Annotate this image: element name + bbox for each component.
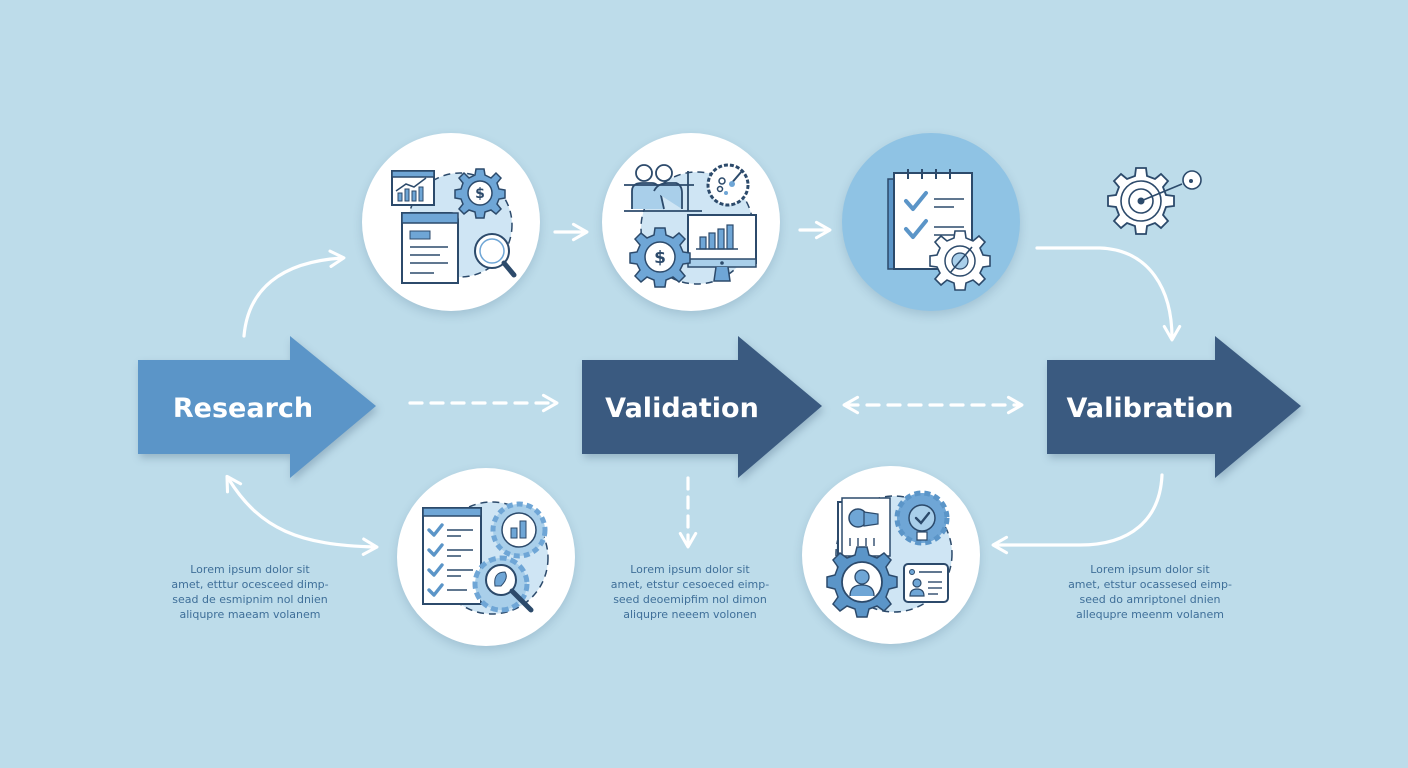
checklist-gear-icon <box>887 169 991 291</box>
profile-card-icon <box>903 563 949 603</box>
research-gear-icon <box>706 163 750 207</box>
icon-circle-bottom-1 <box>397 468 575 646</box>
description-line: amet, etstur cesoeced eimp- <box>610 578 770 591</box>
description-left: Lorem ipsum dolor sit amet, etttur ocesc… <box>150 562 350 622</box>
dollar-gear-icon: $ <box>454 168 506 219</box>
step-valibration: Valibration <box>1047 336 1303 480</box>
step-arrow-shape <box>138 336 376 478</box>
connector-research-bottom1 <box>225 474 379 556</box>
connector-research-to-top1 <box>242 249 346 338</box>
connector-valibration-bottom2 <box>991 473 1164 555</box>
description-line: aliqupre neeem volonen <box>623 608 757 621</box>
connector-top3-to-valibration <box>1035 246 1182 342</box>
icon-circle-top-3 <box>842 133 1020 311</box>
description-line: Lorem ipsum dolor sit <box>1090 563 1210 576</box>
bar-chart-gear-icon <box>490 501 548 559</box>
step-label-validation: Validation <box>605 392 759 424</box>
icon-circle-top-1: $ <box>362 133 540 311</box>
gear-target-icon <box>1107 167 1202 235</box>
checklist-icon <box>422 507 482 605</box>
user-gear-icon <box>826 546 898 618</box>
description-line: allequpre meenm volanem <box>1075 608 1225 621</box>
step-arrow-shape <box>582 336 822 478</box>
team-finance-dashboard-icon: $ <box>624 163 757 288</box>
description-right: Lorem ipsum dolor sit amet, etstur ocass… <box>1050 562 1250 622</box>
analytics-document-search-icon: $ <box>391 168 517 284</box>
magnifier-gear-icon <box>472 555 534 613</box>
svg-text:$: $ <box>654 248 666 268</box>
line-chart-window-icon <box>391 170 435 206</box>
dollar-gear-icon: $ <box>629 227 691 288</box>
description-line: amet, etstur ocassesed eimp- <box>1068 578 1232 591</box>
description-line: Lorem ipsum dolor sit <box>630 563 750 576</box>
magnifier-icon <box>474 233 517 278</box>
icon-circle-bottom-2 <box>802 466 980 644</box>
description-line: Lorem ipsum dolor sit <box>190 563 310 576</box>
step-label-valibration: Valibration <box>1066 392 1234 424</box>
description-line: aliqupre maeam volanem <box>179 608 321 621</box>
step-label-research: Research <box>172 392 314 424</box>
gear-icon <box>929 230 991 291</box>
team-meeting-icon <box>624 164 702 212</box>
description-line: sead de esmipnim nol dnien <box>172 593 328 606</box>
description-line: amet, etttur ocesceed dimp- <box>171 578 329 591</box>
checklist-analysis-icon <box>422 501 549 615</box>
svg-text:$: $ <box>475 186 485 202</box>
bar-chart-monitor-icon <box>687 214 757 282</box>
step-validation: Validation <box>582 336 824 480</box>
step-research: Research <box>138 336 378 480</box>
idea-bulb-gear-icon <box>894 490 950 546</box>
description-line: seed deoemipfim nol dimon <box>613 593 767 606</box>
step-arrow-shape <box>1047 336 1301 478</box>
document-icon <box>401 212 459 284</box>
icon-circle-top-2: $ <box>602 133 780 311</box>
description-line: seed do amriptonel dnien <box>1079 593 1221 606</box>
user-settings-profile-icon <box>826 490 953 618</box>
description-center: Lorem ipsum dolor sit amet, etstur cesoe… <box>590 562 790 622</box>
